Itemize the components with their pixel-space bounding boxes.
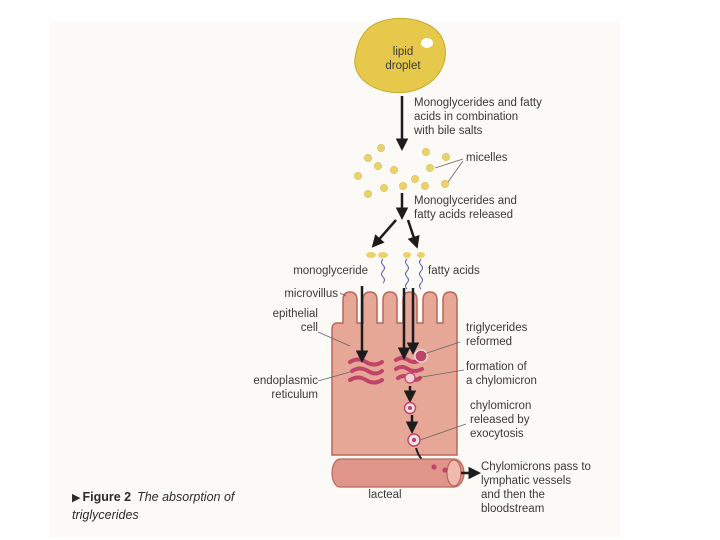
micelle	[399, 182, 407, 190]
fatty-acid-head	[417, 252, 425, 258]
micelle	[377, 144, 385, 152]
lipid-droplet-label: lipid droplet	[385, 46, 421, 72]
exocytosis-leader	[419, 423, 467, 441]
chylomicron-core	[408, 406, 412, 410]
epithelial-cell	[331, 291, 458, 456]
micelle	[354, 172, 362, 180]
formation-label: formation of a chylomicron	[466, 361, 537, 387]
arrow-to-monoglyceride	[371, 219, 397, 248]
caption-figure-number: Figure 2	[82, 490, 132, 504]
chylomicrons-pass-label: Chylomicrons pass to lymphatic vessels a…	[481, 461, 591, 515]
monoglyceride-head	[366, 252, 376, 258]
micelle	[364, 154, 372, 162]
molecules	[366, 252, 425, 290]
combination-label: Monoglycerides and fatty acids in combin…	[414, 97, 542, 137]
lacteal-label: lacteal	[368, 489, 402, 501]
micelles-label: micelles	[466, 152, 508, 164]
lipid-highlight	[421, 38, 433, 48]
formation-leader	[415, 369, 465, 379]
monoglyceride-head	[378, 252, 388, 258]
chylomicron-core	[411, 437, 417, 443]
lacteal-vessel	[331, 458, 465, 488]
microvillus-leader	[339, 292, 347, 297]
monoglyceride-label: monoglyceride	[293, 265, 368, 277]
released-label: Monoglycerides and fatty acids released	[414, 195, 517, 221]
epithelial-cell-label: epithelial cell	[272, 308, 318, 334]
micelle	[426, 164, 434, 172]
arrow-to-fatty-acids	[406, 219, 420, 249]
triglycerides-reformed-label: triglycerides reformed	[466, 322, 528, 348]
lipid-droplet	[354, 17, 446, 94]
micelle	[364, 190, 372, 198]
micelle	[390, 166, 398, 174]
chylomicron-forming	[404, 372, 416, 384]
caption-text: The absorption of triglycerides	[72, 490, 235, 522]
epithelial-leader	[317, 331, 351, 347]
micelle	[411, 175, 419, 183]
microvillus-label: microvillus	[284, 288, 338, 300]
endoplasmic-reticulum-leader	[317, 371, 351, 382]
triglyceride-droplet	[414, 349, 428, 363]
micelles-leader	[434, 158, 464, 169]
micelle	[422, 148, 430, 156]
micelle	[441, 180, 449, 188]
chylomicron-in-lacteal	[442, 467, 448, 473]
caption-triangle-icon: ▶	[72, 492, 81, 504]
fatty-acid-head	[403, 252, 411, 258]
lacteal-opening	[446, 459, 462, 487]
micelles-leader	[447, 160, 464, 183]
chylomicron-in-lacteal	[431, 464, 437, 470]
chylomicron-released-label: chylomicron released by exocytosis	[470, 400, 532, 440]
micelle	[380, 184, 388, 192]
micelles-group	[354, 144, 450, 198]
fatty-acid-tail	[405, 258, 409, 290]
fatty-acids-label: fatty acids	[428, 265, 480, 277]
fatty-acid-tail	[419, 258, 423, 290]
micelle	[421, 182, 429, 190]
micelle	[374, 162, 382, 170]
triglycerides-leader	[423, 341, 461, 355]
micelle	[442, 153, 450, 161]
monoglyceride-tail	[381, 258, 385, 284]
endoplasmic-reticulum-label: endoplasmic reticulum	[253, 375, 318, 401]
